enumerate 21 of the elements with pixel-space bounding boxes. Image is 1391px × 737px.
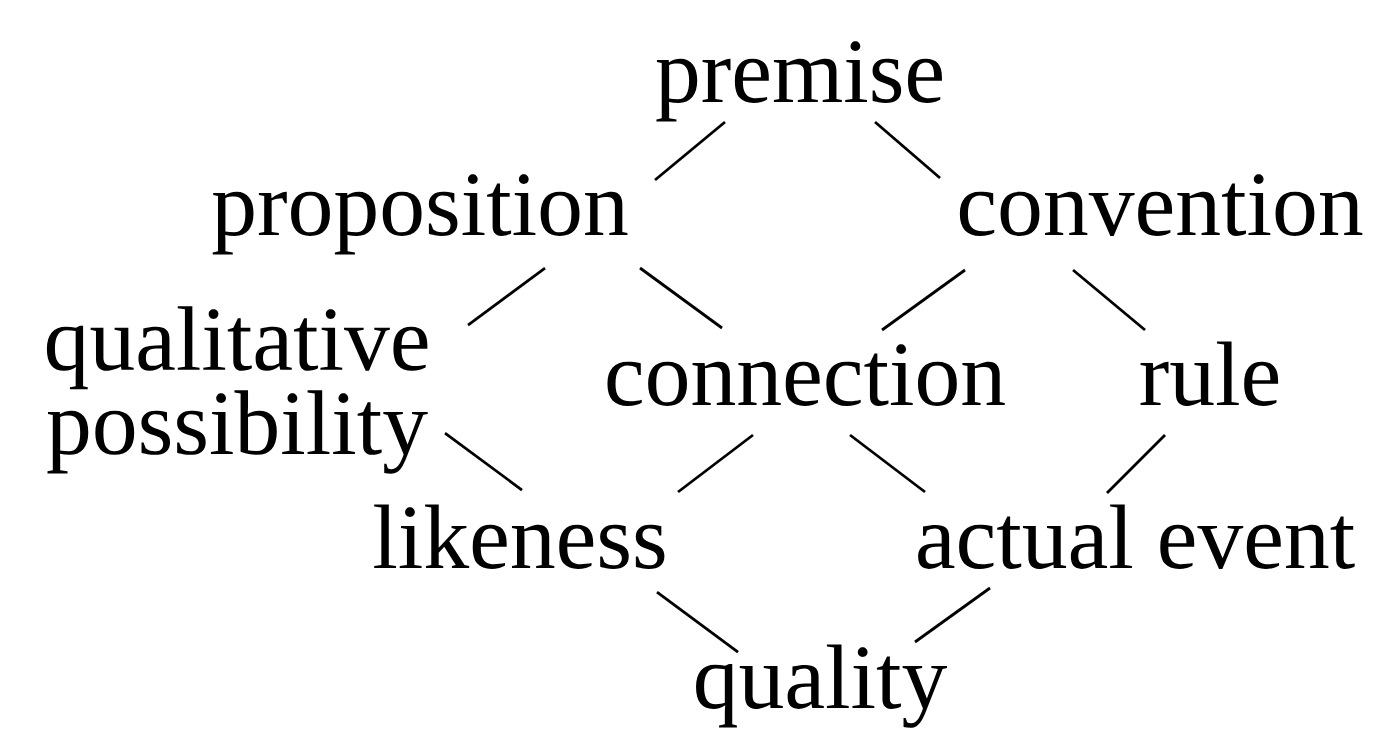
concept-label: likeness bbox=[374, 504, 665, 569]
connector-line bbox=[656, 590, 739, 654]
connector-line bbox=[1072, 268, 1146, 332]
concept-label: qualitative possibility bbox=[46, 306, 428, 474]
concept-label: rule bbox=[1140, 341, 1279, 406]
concept-label: proposition bbox=[212, 174, 628, 255]
connector-line bbox=[639, 266, 723, 330]
concept-label: premise bbox=[656, 41, 942, 122]
connector-line bbox=[677, 433, 754, 494]
connector-line bbox=[1106, 434, 1166, 494]
concept-label: connection bbox=[607, 344, 1005, 406]
connector-line bbox=[654, 120, 726, 182]
connector-line bbox=[444, 431, 523, 492]
concept-label: quality bbox=[696, 644, 947, 728]
concept-label: convention bbox=[959, 174, 1363, 236]
concept-label: actual event bbox=[918, 504, 1355, 569]
connector-line bbox=[467, 266, 546, 327]
connector-line bbox=[849, 433, 926, 494]
connector-line bbox=[914, 586, 991, 644]
connector-line bbox=[874, 120, 941, 180]
connector-line bbox=[881, 268, 966, 332]
